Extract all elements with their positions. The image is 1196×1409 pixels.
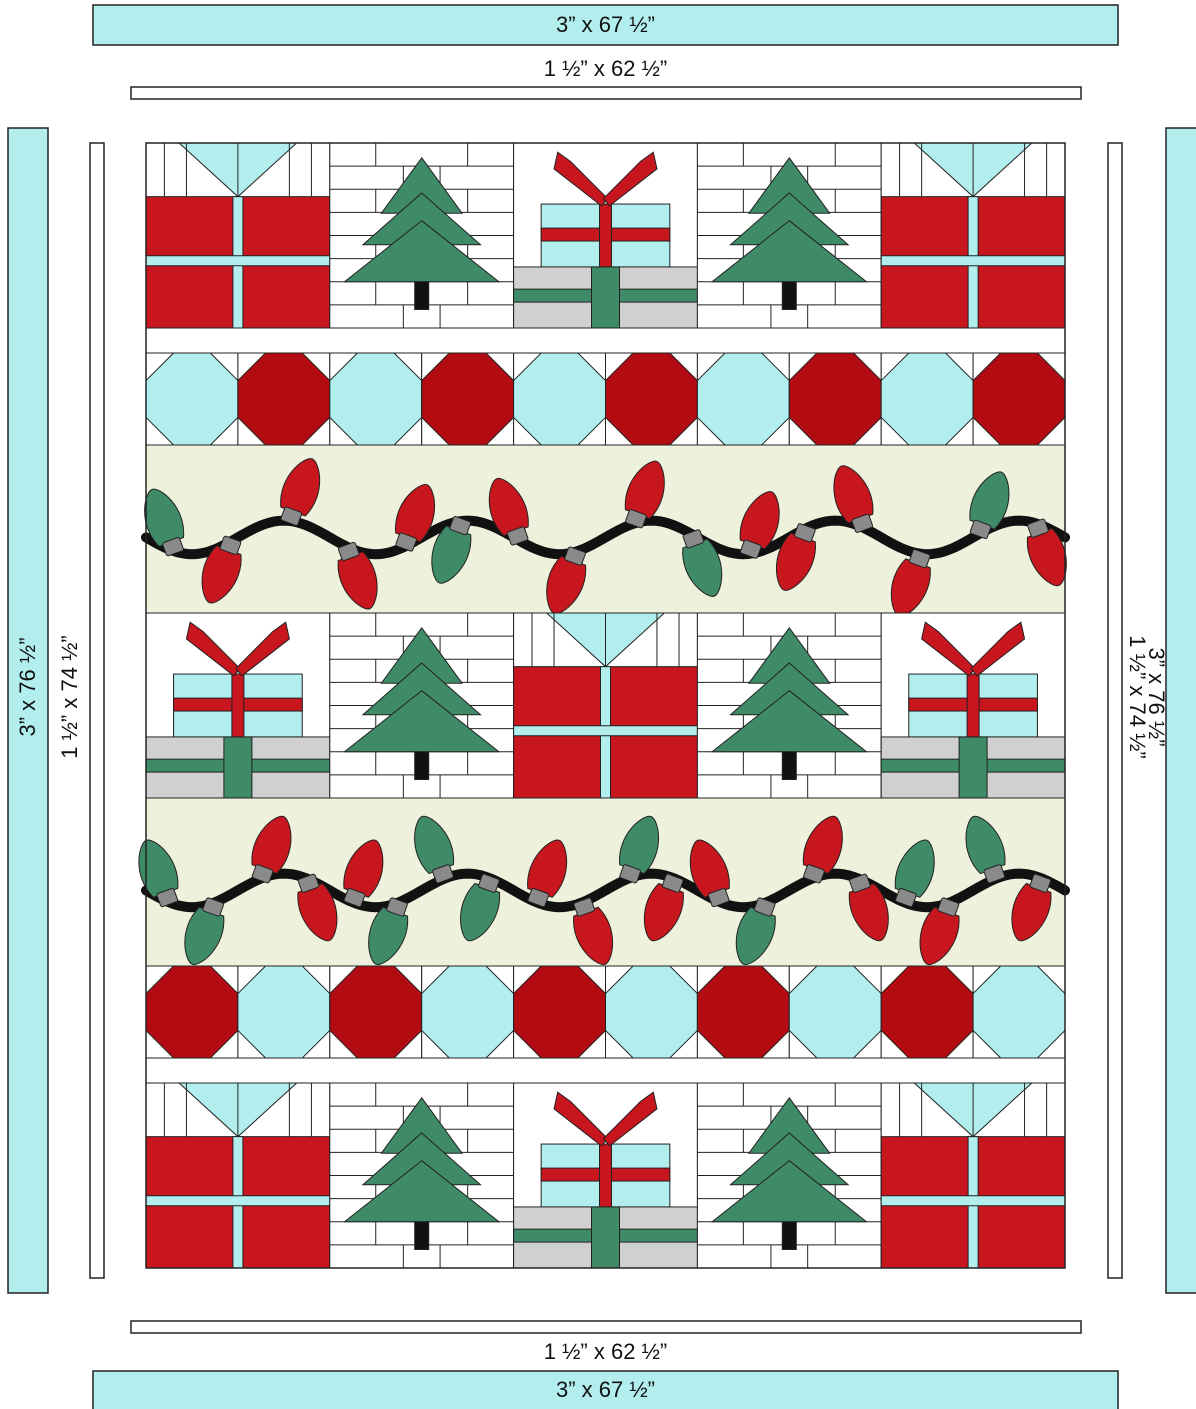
octagon [514, 353, 606, 445]
octagon [238, 966, 330, 1058]
lights-row [130, 798, 1065, 970]
block-row [146, 1083, 1065, 1268]
lights-row [136, 445, 1076, 622]
octagon-row [146, 966, 1065, 1058]
octagon-row [146, 353, 1065, 445]
octagon [330, 353, 422, 445]
outer-bottom-label: 3” x 67 ½” [0, 1379, 1196, 1401]
small-gift-ribbon-v [232, 674, 244, 737]
octagon [422, 966, 514, 1058]
block-row [146, 613, 1065, 798]
small-gift-ribbon-v [967, 674, 979, 737]
tree-trunk [415, 282, 429, 310]
present-ribbon-horizontal [881, 1196, 1065, 1206]
outer-border-right [1166, 128, 1196, 1293]
octagon [146, 353, 238, 445]
inner-border-right [1108, 143, 1122, 1278]
inner-top-label: 1 ½” x 62 ½” [0, 58, 1196, 80]
octagon [697, 966, 789, 1058]
large-gift-ribbon-v [592, 1207, 620, 1268]
octagon [238, 353, 330, 445]
present-ribbon-horizontal [146, 1196, 330, 1206]
octagon [697, 353, 789, 445]
octagon [789, 353, 881, 445]
outer-top-label: 3” x 67 ½” [0, 14, 1196, 36]
octagon [973, 966, 1065, 1058]
quilt-center [130, 143, 1075, 1268]
inner-border-top [131, 87, 1081, 99]
octagon [606, 966, 698, 1058]
present-ribbon-horizontal [146, 256, 330, 266]
sashing-strip [146, 1058, 1065, 1083]
tree-trunk [415, 752, 429, 780]
inner-border-bottom [131, 1321, 1081, 1333]
tree-trunk [782, 1222, 796, 1250]
inner-bottom-label: 1 ½” x 62 ½” [0, 1341, 1196, 1363]
tree-trunk [415, 1222, 429, 1250]
octagon [881, 353, 973, 445]
present-ribbon-horizontal [881, 256, 1065, 266]
inner-left-label: 1 ½” x 74 ½” [59, 635, 81, 759]
octagon [330, 966, 422, 1058]
octagon [514, 966, 606, 1058]
octagon [789, 966, 881, 1058]
large-gift-ribbon-v [592, 267, 620, 328]
present-ribbon-horizontal [514, 726, 698, 736]
sashing-strip [146, 328, 1065, 353]
octagon [973, 353, 1065, 445]
small-gift-ribbon-v [600, 1144, 612, 1207]
octagon [422, 353, 514, 445]
octagon [881, 966, 973, 1058]
tree-trunk [782, 752, 796, 780]
octagon [606, 353, 698, 445]
inner-right-label: 1 ½” x 74 ½” [1126, 635, 1148, 759]
octagon [146, 966, 238, 1058]
small-gift-ribbon-v [600, 204, 612, 267]
tree-trunk [782, 282, 796, 310]
block-row [146, 143, 1065, 328]
outer-left-label: 3” x 76 ½” [17, 637, 39, 736]
large-gift-ribbon-v [959, 737, 987, 798]
large-gift-ribbon-v [224, 737, 252, 798]
inner-border-left [90, 143, 104, 1278]
